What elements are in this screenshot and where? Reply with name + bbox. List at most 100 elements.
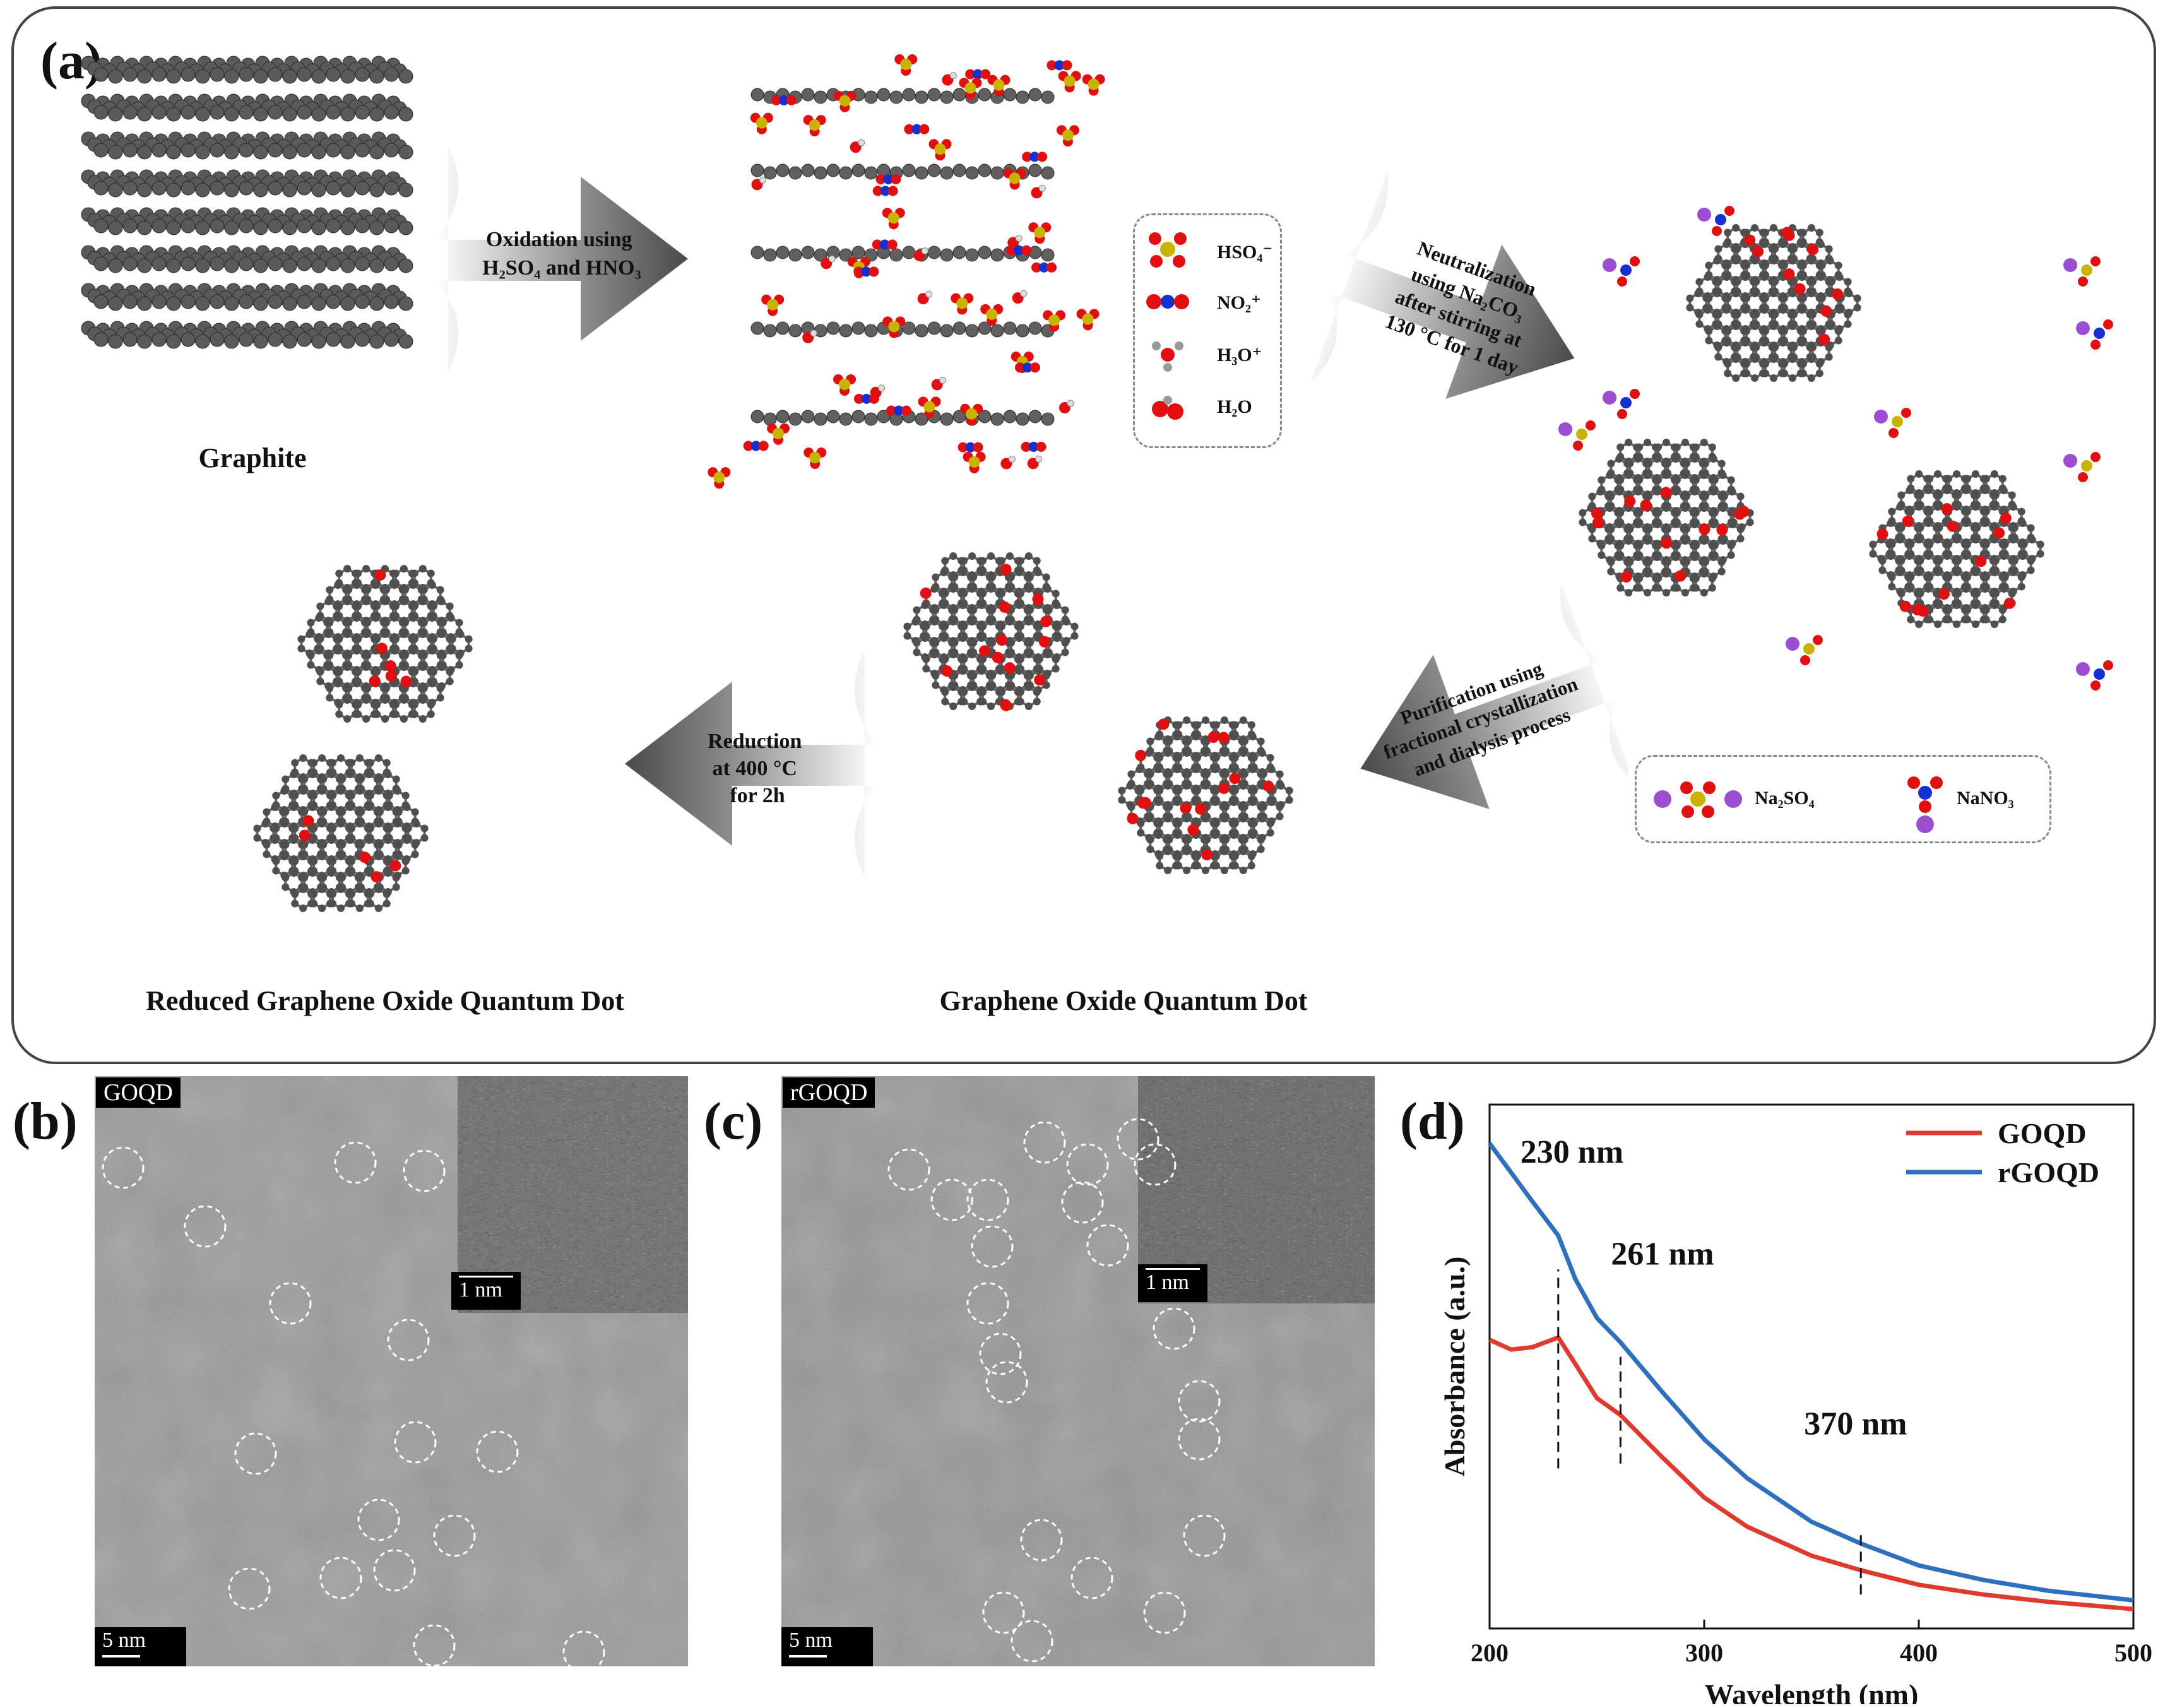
h3o-icon <box>1152 341 1183 372</box>
series-line-rgoqd <box>1488 1142 2134 1603</box>
svg-text:Oxidation using H₂SO₄ and: Oxidation using H₂SO₄ and HNO₃ <box>482 228 641 280</box>
goqd-flake-bottom <box>1118 716 1293 874</box>
na2so4-icon <box>1654 781 1742 818</box>
carbon-layer <box>750 246 1055 262</box>
carbon-layer <box>750 163 1055 180</box>
dashed-circle-marker <box>1143 1591 1186 1634</box>
dashed-circle-marker <box>887 1148 930 1191</box>
dashed-circle-marker <box>403 1149 446 1192</box>
dashed-circle-marker <box>1011 1620 1053 1663</box>
rgoqd-tem-image <box>781 1076 1375 1666</box>
graphite-layer <box>81 93 413 122</box>
graphite-layer <box>81 207 413 235</box>
y-axis-label: Absorbance (a.u.) <box>1438 1257 1471 1477</box>
dashed-circle-marker <box>930 1178 973 1221</box>
legend-na2so4: Na₂SO₄ <box>1755 788 1815 809</box>
salt-particles <box>1558 206 2113 691</box>
x-tick-label: 400 <box>1900 1639 1938 1667</box>
dashed-circle-marker <box>319 1557 362 1599</box>
svg-text:Reduction at 400 °C fo: Reduction at 400 °C for 2h <box>708 730 807 807</box>
dashed-circle-marker <box>1117 1118 1159 1161</box>
graphite-layer <box>81 283 413 311</box>
dashed-circle-marker <box>562 1630 605 1666</box>
dashed-circle-marker <box>985 1361 1028 1404</box>
rgoqd-inset-scalebar: 1 nm <box>1138 1264 1207 1302</box>
salt-legend-icons <box>1654 776 1943 833</box>
reduction-text-line1: Reduction <box>708 730 802 753</box>
reduction-text-line3: for 2h <box>730 784 785 807</box>
dashed-circle-marker <box>1178 1380 1221 1423</box>
reduction-text-line2: at 400 °C <box>713 757 797 780</box>
panel-b-label: (b) <box>13 1092 78 1151</box>
x-tick-label: 300 <box>1685 1639 1723 1667</box>
dashed-circle-marker <box>234 1432 277 1475</box>
dashed-circle-marker <box>413 1624 456 1666</box>
dashed-circle-marker <box>433 1514 476 1557</box>
goqd-tem-image <box>95 1076 688 1666</box>
dashed-circle-marker <box>971 1225 1014 1268</box>
caption-graphite: Graphite <box>198 442 307 473</box>
panel-a-frame <box>11 6 2156 1064</box>
legend-label-goqd: GOQD <box>1998 1117 2087 1149</box>
dashed-circle-marker <box>1061 1181 1104 1224</box>
goqd-inset-scale-label: 1 nm <box>459 1278 502 1302</box>
rgoqd-flake-top <box>297 565 473 723</box>
rgoqd-molecules-illustration <box>253 565 473 912</box>
legend-label-rgoqd: rGOQD <box>1998 1156 2099 1189</box>
graphite-layer <box>81 169 413 198</box>
dashed-circle-marker <box>1183 1514 1226 1557</box>
rgoqd-scale-label: 5 nm <box>789 1628 833 1652</box>
rgoqd-inset-scale-label: 1 nm <box>1146 1271 1189 1294</box>
graphite-stack-illustration <box>81 56 413 349</box>
dashed-circle-marker <box>1020 1519 1063 1562</box>
goqd-molecules-illustration <box>903 552 1293 874</box>
reduction-arrow: Reduction at 400 °C for 2h <box>625 650 877 877</box>
nanO3-icon <box>1907 776 1943 833</box>
dashed-circle-marker <box>1070 1557 1113 1599</box>
oxidation-arrow: Oxidation using H₂SO₄ and HNO₃ <box>436 145 688 372</box>
dashed-circle-marker <box>1086 1224 1129 1267</box>
graphite-layer <box>81 321 413 349</box>
goqd-inset-hrtem <box>458 1076 688 1313</box>
plot-frame <box>1488 1103 2135 1630</box>
intercalated-ions <box>708 54 1105 489</box>
goqd-inset-scalebar: 1 nm <box>451 1272 521 1310</box>
hso4-icon <box>1149 232 1187 268</box>
goqd-scale-label: 5 nm <box>102 1628 146 1652</box>
carbon-layer <box>750 88 1055 104</box>
panel-c-label: (c) <box>704 1092 763 1151</box>
annotation-label: 370 nm <box>1804 1406 1907 1442</box>
dashed-circle-marker <box>1153 1307 1195 1350</box>
oxidation-text-line1: Oxidation using <box>486 228 632 251</box>
legend-h2o: H₂O <box>1217 396 1252 417</box>
panel-d-label: (d) <box>1400 1092 1465 1151</box>
neutralization-arrow: Neutralization using Na₂CO₃ after stirri… <box>1310 169 1575 399</box>
caption-rgoqd: Reduced Graphene Oxide Quantum Dot <box>146 985 624 1016</box>
goqd-flake-top <box>903 552 1079 711</box>
dashed-circle-marker <box>269 1282 312 1325</box>
flake-top <box>1686 224 1861 382</box>
dashed-circle-marker <box>1178 1418 1221 1461</box>
rgoqd-tem-tag: rGOQD <box>783 1077 875 1108</box>
rgoqd-flake-bottom <box>253 754 429 912</box>
goqd-tem-tag: GOQD <box>96 1077 181 1108</box>
dashed-circle-marker <box>1066 1143 1109 1186</box>
x-tick-label: 500 <box>2114 1639 2152 1667</box>
dashed-circle-marker <box>334 1141 377 1184</box>
flake-right <box>1869 470 2044 628</box>
dashed-circle-marker <box>373 1549 416 1592</box>
dashed-circle-marker <box>387 1319 430 1361</box>
legend-hso4: HSO₄⁻ <box>1217 242 1273 263</box>
dashed-circle-marker <box>102 1146 145 1189</box>
graphite-layer <box>81 245 413 273</box>
dashed-circle-marker <box>228 1567 271 1610</box>
dashed-circle-marker <box>184 1205 227 1248</box>
legend-nano3: NaNO₃ <box>1957 788 2014 809</box>
neutralized-flakes-illustration <box>1558 206 2113 691</box>
annotation-label: 261 nm <box>1611 1237 1714 1272</box>
h2o-icon <box>1152 396 1183 420</box>
ion-legend <box>1133 213 1282 448</box>
x-tick-label: 200 <box>1471 1639 1509 1667</box>
dashed-circle-marker <box>966 1282 1009 1325</box>
